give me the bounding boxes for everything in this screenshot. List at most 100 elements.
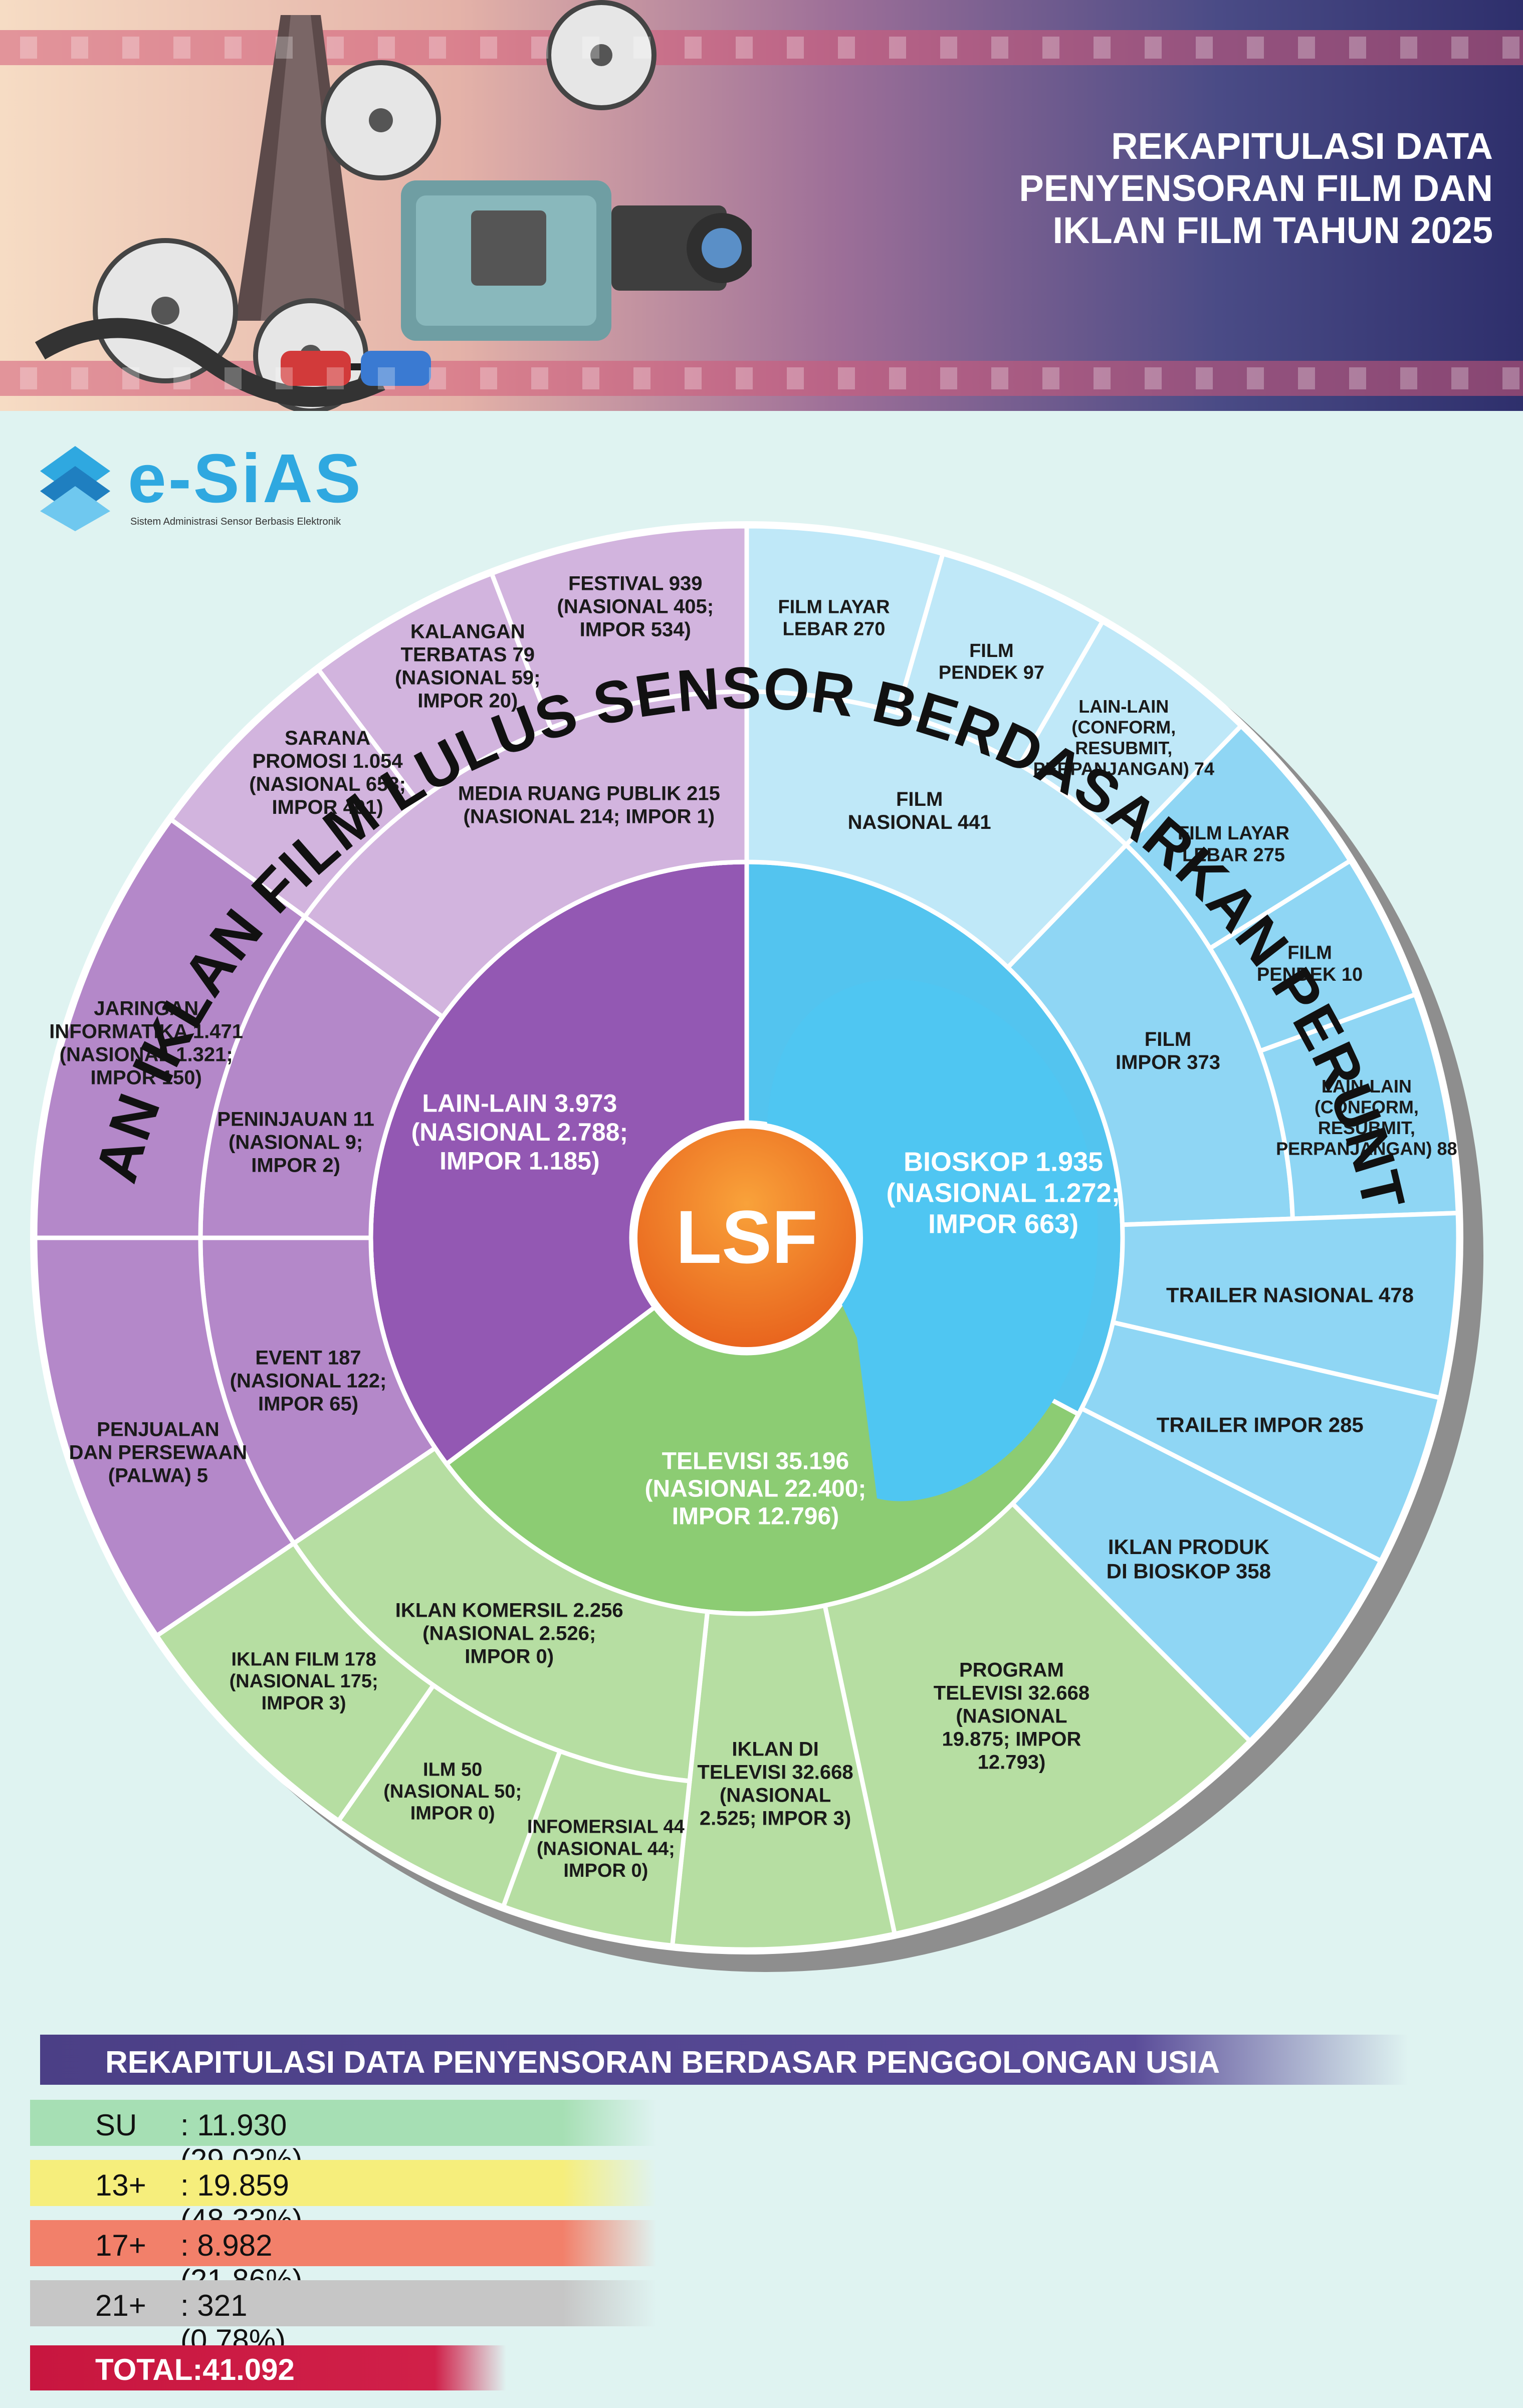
film-strip-hole	[1196, 367, 1213, 389]
esias-logo: e-SiAS Sistem Administrasi Sensor Berbas…	[30, 436, 381, 536]
label-lain-lain-nas: LAIN-LAIN(CONFORM,RESUBMIT,PERPANJANGAN)…	[1033, 696, 1214, 779]
film-strip-hole	[991, 367, 1008, 389]
film-strip-hole	[20, 367, 37, 389]
label-iklan-komersil: IKLAN KOMERSIL 2.256(NASIONAL 2.526;IMPO…	[395, 1600, 623, 1668]
age-row-13-code: 13+	[95, 2168, 146, 2202]
age-row-13-fill	[30, 2160, 657, 2206]
header-title-line-1: REKAPITULASI DATA	[1111, 125, 1493, 167]
label-infomersial: INFOMERSIAL 44(NASIONAL 44;IMPOR 0)	[527, 1817, 685, 1881]
label-ilm: ILM 50(NASIONAL 50;IMPOR 0)	[383, 1759, 522, 1824]
bioskop-highlight	[767, 979, 1098, 1501]
label-televisi: TELEVISI 35.196(NASIONAL 22.400;IMPOR 12…	[644, 1448, 866, 1529]
film-strip-hole	[633, 37, 650, 59]
label-event: EVENT 187(NASIONAL 122;IMPOR 65)	[230, 1347, 387, 1415]
film-strip-hole	[327, 37, 344, 59]
film-strip-hole	[480, 37, 497, 59]
film-strip-hole	[480, 367, 497, 389]
film-strip-hole	[838, 37, 855, 59]
film-strip-hole	[685, 367, 702, 389]
film-strip-hole	[633, 367, 650, 389]
age-total-bar: TOTAL:41.092	[30, 2345, 506, 2390]
segment-penjualan-persewaan	[33, 1235, 297, 1639]
film-strip-hole	[991, 37, 1008, 59]
film-strip-hole	[276, 37, 293, 59]
label-lain-lain: LAIN-LAIN 3.973(NASIONAL 2.788;IMPOR 1.1…	[411, 1089, 628, 1175]
header-title-line-2: PENYENSORAN FILM DAN	[1019, 167, 1493, 209]
film-strip-top	[0, 30, 1523, 65]
label-festival: FESTIVAL 939(NASIONAL 405;IMPOR 534)	[557, 572, 714, 640]
film-strip-hole	[838, 367, 855, 389]
age-row-21-fill	[30, 2280, 657, 2326]
label-iklan-film: IKLAN FILM 178(NASIONAL 175;IMPOR 3)	[230, 1649, 378, 1713]
film-strip-hole	[1298, 37, 1315, 59]
label-media-ruang-publik: MEDIA RUANG PUBLIK 215(NASIONAL 214; IMP…	[458, 782, 720, 827]
film-strip-hole	[1145, 367, 1162, 389]
film-strip-hole	[787, 367, 804, 389]
film-strip-hole	[429, 367, 446, 389]
age-panel-title: REKAPITULASI DATA PENYENSORAN BERDASAR P…	[105, 2045, 1220, 2080]
film-strip-hole	[582, 367, 599, 389]
film-strip-hole	[1247, 367, 1264, 389]
film-strip-hole	[1451, 367, 1468, 389]
film-strip-hole	[1094, 367, 1111, 389]
film-strip-hole	[225, 367, 242, 389]
film-strip-hole	[173, 367, 190, 389]
film-strip-hole	[1196, 37, 1213, 59]
film-strip-hole	[276, 367, 293, 389]
film-strip-hole	[1451, 37, 1468, 59]
film-strip-hole	[1502, 37, 1519, 59]
film-strip-hole	[685, 37, 702, 59]
esias-logo-icon	[40, 446, 110, 531]
film-strip-hole	[378, 367, 395, 389]
film-strip-hole	[1145, 37, 1162, 59]
film-strip-hole	[122, 367, 139, 389]
film-strip-hole	[736, 37, 753, 59]
label-trailer-impor: TRAILER IMPOR 285	[1157, 1413, 1364, 1437]
film-strip-hole	[71, 367, 88, 389]
film-strip-hole	[429, 37, 446, 59]
segment-media-ruang-publik	[301, 689, 749, 1020]
age-row-17-fill	[30, 2220, 657, 2266]
age-title-bar: REKAPITULASI DATA PENYENSORAN BERDASAR P…	[40, 2035, 1408, 2085]
film-strip-hole	[1298, 367, 1315, 389]
film-strip-hole	[1400, 367, 1417, 389]
header-title-line-3: IKLAN FILM TAHUN 2025	[1052, 209, 1493, 251]
segment-program-televisi	[822, 1500, 1253, 1937]
film-strip-hole	[1042, 367, 1059, 389]
label-peninjauan: PENINJAUAN 11(NASIONAL 9;IMPOR 2)	[217, 1109, 374, 1177]
film-strip-hole	[1400, 37, 1417, 59]
film-strip-hole	[378, 37, 395, 59]
film-strip-hole	[940, 367, 957, 389]
age-classification-panel: REKAPITULASI DATA PENYENSORAN BERDASAR P…	[30, 2035, 1423, 2395]
film-strip-hole	[225, 37, 242, 59]
film-strip-hole	[1349, 367, 1366, 389]
film-strip-hole	[940, 37, 957, 59]
film-strip-hole	[122, 37, 139, 59]
label-trailer-nasional: TRAILER NASIONAL 478	[1166, 1283, 1414, 1307]
film-strip-hole	[531, 367, 548, 389]
age-row-su-code: SU	[95, 2108, 137, 2142]
lsf-center-label: LSF	[676, 1195, 817, 1279]
film-strip-hole	[582, 37, 599, 59]
header-banner: REKAPITULASI DATA PENYENSORAN FILM DAN I…	[0, 0, 1523, 411]
film-strip-hole	[1247, 37, 1264, 59]
age-total-value: TOTAL:41.092	[95, 2353, 295, 2386]
film-strip-hole	[889, 37, 906, 59]
film-projector-illustration	[35, 0, 752, 411]
label-bioskop: BIOSKOP 1.935(NASIONAL 1.272;IMPOR 663)	[887, 1147, 1121, 1239]
film-strip-hole	[736, 367, 753, 389]
film-strip-hole	[531, 37, 548, 59]
film-strip-hole	[20, 37, 37, 59]
header-title: REKAPITULASI DATA PENYENSORAN FILM DAN I…	[992, 125, 1493, 252]
